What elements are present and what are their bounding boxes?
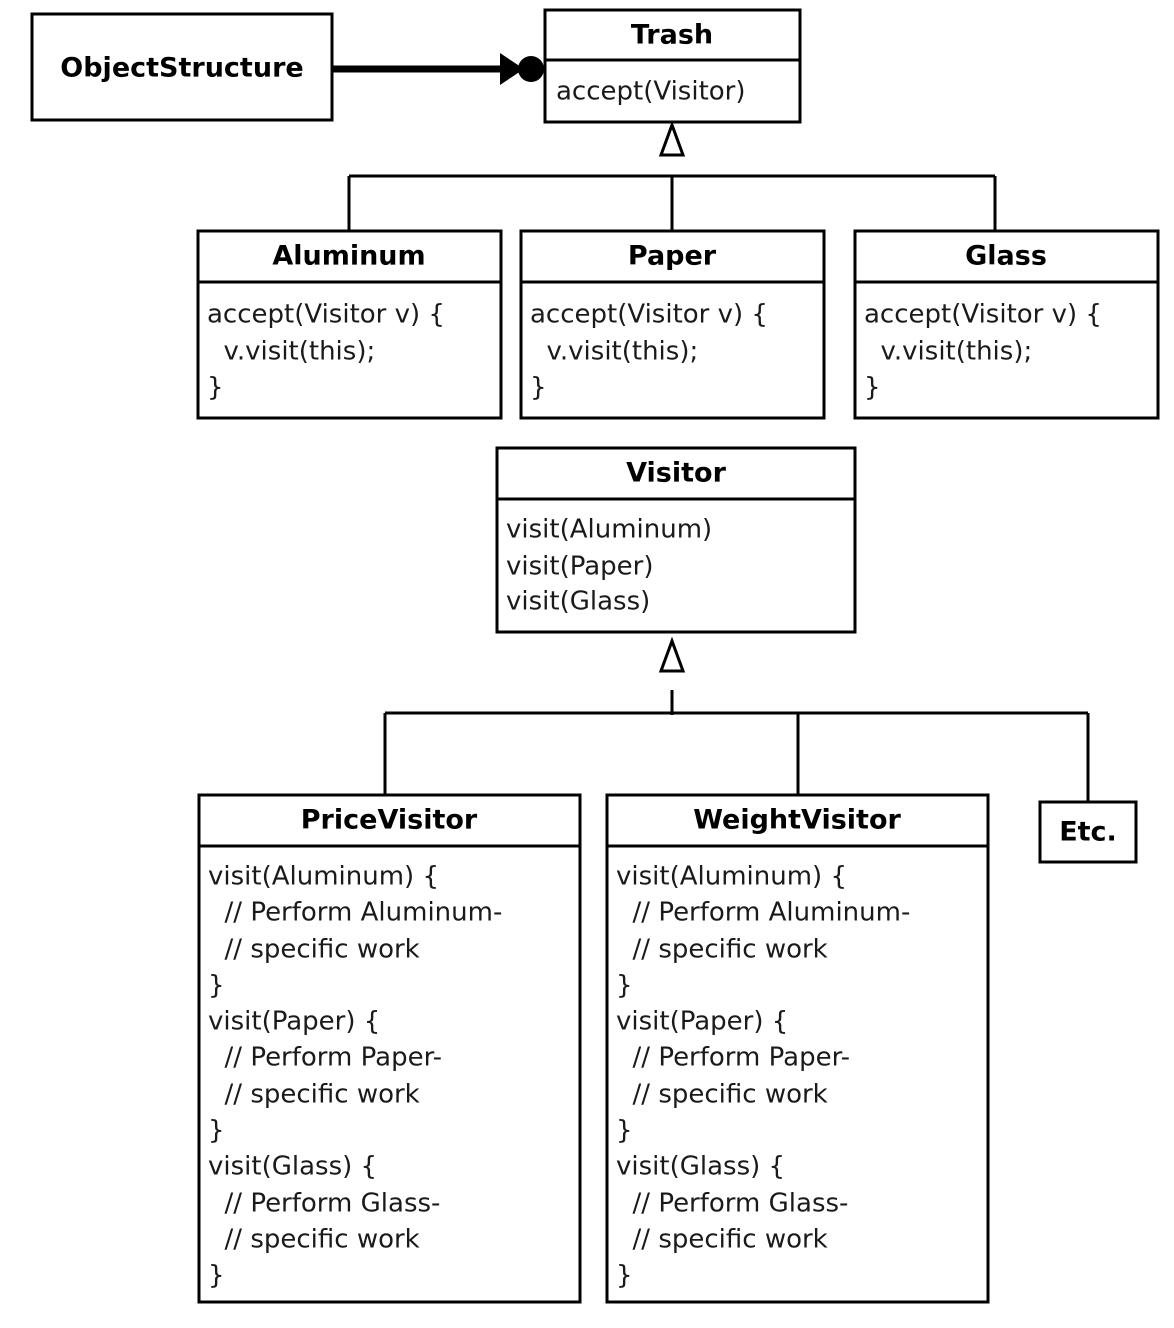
class-member-paper-1: v.visit(this);	[530, 337, 698, 367]
class-member-pricevisitor-11: }	[208, 1261, 225, 1291]
class-box-outline-glass	[853, 229, 1160, 420]
class-box-outline-aluminum	[196, 229, 503, 420]
class-member-weightvisitor-11: }	[616, 1261, 633, 1291]
class-member-pricevisitor-8: visit(Glass) {	[208, 1152, 377, 1182]
class-name-trash: Trash	[631, 20, 713, 51]
class-member-visitor-1: visit(Paper)	[506, 552, 654, 582]
class-member-pricevisitor-5: // Perform Paper-	[208, 1043, 442, 1073]
class-member-pricevisitor-4: visit(Paper) {	[208, 1007, 380, 1037]
class-member-pricevisitor-0: visit(Aluminum) {	[208, 862, 439, 892]
class-box-etc[interactable]: Etc.	[1038, 800, 1138, 864]
class-member-paper-2: }	[530, 373, 547, 403]
class-member-glass-0: accept(Visitor v) {	[864, 300, 1102, 330]
class-member-aluminum-0: accept(Visitor v) {	[207, 300, 445, 330]
class-box-outline-weightvisitor	[605, 793, 990, 1304]
class-box-outline-objectstructure	[30, 12, 334, 122]
class-member-visitor-0: visit(Aluminum)	[506, 515, 712, 545]
class-box-weightvisitor[interactable]: WeightVisitor visit(Aluminum) { // Perfo…	[605, 793, 990, 1304]
class-member-weightvisitor-7: }	[616, 1116, 633, 1146]
aggregation-diamond-icon	[518, 56, 544, 82]
class-member-weightvisitor-1: // Perform Aluminum-	[616, 898, 910, 928]
class-member-weightvisitor-9: // Perform Glass-	[616, 1189, 848, 1219]
generalization-triangle-icon-visitor	[658, 636, 686, 673]
class-member-glass-2: }	[864, 373, 881, 403]
class-member-pricevisitor-6: // specific work	[208, 1080, 420, 1110]
class-member-weightvisitor-2: // specific work	[616, 935, 828, 965]
class-box-outline-trash	[543, 8, 802, 124]
class-name-paper: Paper	[628, 241, 717, 272]
class-name-weightvisitor: WeightVisitor	[693, 805, 901, 836]
class-box-trash[interactable]: Trash accept(Visitor)	[543, 8, 802, 124]
class-member-pricevisitor-10: // specific work	[208, 1225, 420, 1255]
class-member-weightvisitor-6: // specific work	[616, 1080, 828, 1110]
class-member-trash-0: accept(Visitor)	[556, 77, 746, 107]
class-box-pricevisitor[interactable]: PriceVisitor visit(Aluminum) { // Perfor…	[197, 793, 582, 1304]
class-member-pricevisitor-9: // Perform Glass-	[208, 1189, 440, 1219]
class-member-weightvisitor-3: }	[616, 971, 633, 1001]
class-box-paper[interactable]: Paper accept(Visitor v) { v.visit(this);…	[519, 229, 826, 420]
class-box-aluminum[interactable]: Aluminum accept(Visitor v) { v.visit(thi…	[196, 229, 503, 420]
class-member-weightvisitor-0: visit(Aluminum) {	[616, 862, 847, 892]
class-member-pricevisitor-3: }	[208, 971, 225, 1001]
class-box-outline-visitor	[495, 446, 857, 634]
class-box-visitor[interactable]: Visitor visit(Aluminum) visit(Paper) vis…	[495, 446, 857, 634]
class-member-aluminum-2: }	[207, 373, 224, 403]
class-member-weightvisitor-10: // specific work	[616, 1225, 828, 1255]
class-member-aluminum-1: v.visit(this);	[207, 337, 375, 367]
aggregation-connector-objectstructure-trash	[330, 53, 544, 85]
class-member-glass-1: v.visit(this);	[864, 337, 1032, 367]
generalization-triangle-icon-trash	[658, 120, 686, 157]
class-name-pricevisitor: PriceVisitor	[301, 805, 478, 836]
aggregation-arrowhead-icon	[500, 53, 524, 85]
class-member-weightvisitor-4: visit(Paper) {	[616, 1007, 788, 1037]
class-box-outline-pricevisitor	[197, 793, 582, 1304]
class-name-visitor: Visitor	[626, 458, 726, 489]
class-member-pricevisitor-1: // Perform Aluminum-	[208, 898, 502, 928]
class-member-paper-0: accept(Visitor v) {	[530, 300, 768, 330]
class-box-glass[interactable]: Glass accept(Visitor v) { v.visit(this);…	[853, 229, 1160, 420]
class-member-pricevisitor-7: }	[208, 1116, 225, 1146]
class-member-weightvisitor-8: visit(Glass) {	[616, 1152, 785, 1182]
class-member-weightvisitor-5: // Perform Paper-	[616, 1043, 850, 1073]
class-name-objectstructure: ObjectStructure	[60, 53, 303, 84]
class-name-aluminum: Aluminum	[272, 241, 425, 272]
class-box-outline-paper	[519, 229, 826, 420]
class-box-objectstructure[interactable]: ObjectStructure	[30, 12, 334, 122]
generalization-connector-visitor	[383, 636, 1090, 803]
class-box-outline-etc	[1038, 800, 1138, 864]
class-member-pricevisitor-2: // specific work	[208, 935, 420, 965]
class-member-visitor-2: visit(Glass)	[506, 587, 650, 617]
class-name-glass: Glass	[965, 241, 1047, 272]
class-name-etc: Etc.	[1059, 817, 1117, 848]
generalization-connector-trash	[347, 120, 997, 238]
